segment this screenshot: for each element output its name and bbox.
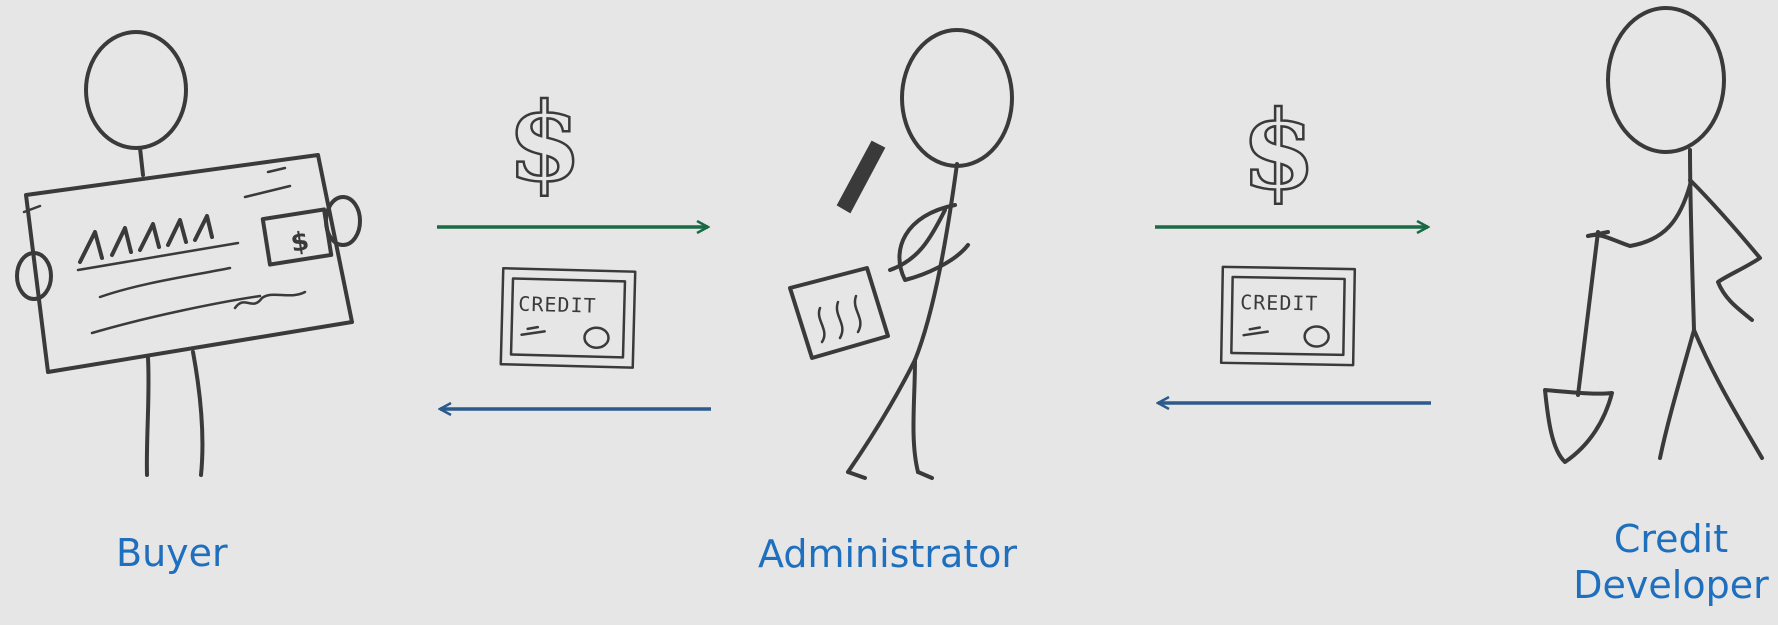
dollar-icon-1: $ (506, 79, 584, 208)
developer-head (1606, 6, 1726, 154)
svg-text:CREDIT: CREDIT (1240, 290, 1319, 315)
developer-right-leg (1692, 328, 1764, 460)
administrator-label: Administrator (758, 532, 1018, 576)
cheque-dollar-sign: $ (289, 226, 312, 258)
administrator-left-leg (846, 358, 917, 474)
administrator-arm (897, 203, 970, 282)
svg-text:CREDIT: CREDIT (518, 292, 597, 318)
credit-certificate-icon-2: CREDIT (1219, 265, 1357, 367)
credit-certificate-icon-1: CREDIT (499, 266, 637, 369)
developer-left-leg (1658, 328, 1696, 460)
buyer-left-leg (144, 356, 151, 477)
administrator-figure (788, 28, 1014, 480)
cheque-icon: $ (15, 153, 362, 374)
developer-right-arm (1688, 178, 1762, 322)
buyer-right-leg (191, 350, 205, 477)
buyer-head (84, 30, 188, 150)
buyer-figure: $ (15, 30, 362, 477)
developer-label-line2: Developer (1573, 563, 1769, 607)
administrator-head (900, 28, 1014, 168)
developer-label: Credit Developer (1568, 516, 1774, 608)
buyer-label: Buyer (116, 531, 228, 575)
dollar-icon-2: $ (1240, 87, 1318, 216)
developer-left-arm (1586, 183, 1692, 248)
administrator-right-leg (911, 358, 920, 474)
svg-text:$: $ (507, 80, 582, 206)
developer-figure (1543, 6, 1764, 464)
svg-text:$: $ (1241, 88, 1316, 214)
developer-label-line1: Credit (1613, 517, 1729, 561)
pen-icon (836, 140, 886, 214)
buyer-neck (138, 146, 145, 177)
developer-body (1688, 148, 1696, 332)
shovel-icon (1543, 230, 1614, 464)
clipboard-icon (788, 266, 890, 360)
